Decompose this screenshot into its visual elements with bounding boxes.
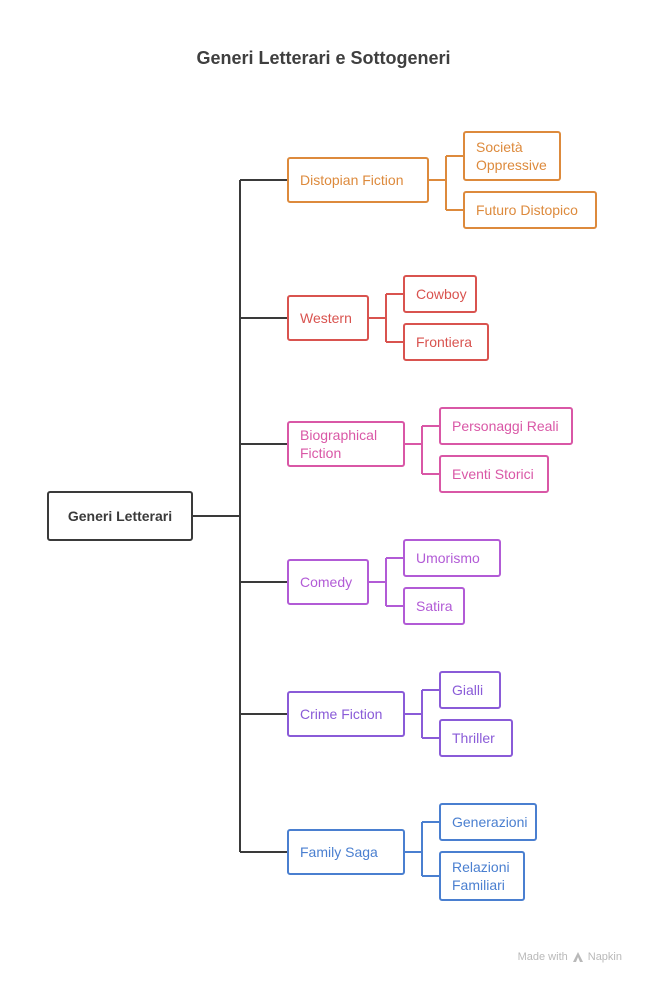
root-node: Generi Letterari: [47, 491, 193, 541]
genre-node-western: Western: [287, 295, 369, 341]
subgenre-node-label: Società Oppressive: [476, 139, 547, 173]
genre-node-comedy-label: Comedy: [300, 574, 353, 590]
napkin-logo-icon: [572, 952, 583, 962]
genre-node-comedy: Comedy: [287, 559, 369, 605]
subgenre-node-label: Cowboy: [416, 286, 467, 302]
genre-node-family-saga: Family Saga: [287, 829, 405, 875]
genre-node-western-label: Western: [300, 310, 352, 326]
root-node-label: Generi Letterari: [67, 508, 173, 524]
genre-node-family-saga-label: Family Saga: [300, 844, 378, 860]
subgenre-node-label: Satira: [416, 598, 453, 614]
subgenre-node: Personaggi Reali: [439, 407, 573, 445]
made-with-label: Made with: [517, 951, 568, 963]
subgenre-node: Società Oppressive: [463, 131, 561, 181]
subgenre-node: Generazioni: [439, 803, 537, 841]
genre-node-distopian-fiction: Distopian Fiction: [287, 157, 429, 203]
subgenre-node-label: Relazioni Familiari: [452, 859, 510, 893]
genre-node-distopian-fiction-label: Distopian Fiction: [300, 172, 404, 188]
subgenre-node-label: Umorismo: [416, 550, 480, 566]
subgenre-node: Futuro Distopico: [463, 191, 597, 229]
subgenre-node: Frontiera: [403, 323, 489, 361]
napkin-watermark: Made with Napkin: [518, 951, 622, 963]
subgenre-node: Cowboy: [403, 275, 477, 313]
genre-node-crime-fiction: Crime Fiction: [287, 691, 405, 737]
subgenre-node: Eventi Storici: [439, 455, 549, 493]
subgenre-node: Relazioni Familiari: [439, 851, 525, 901]
genre-node-biographical-fiction-label: Biographical Fiction: [300, 427, 378, 461]
genre-node-crime-fiction-label: Crime Fiction: [300, 706, 383, 722]
subgenre-node-label: Gialli: [452, 682, 484, 698]
subgenre-node-label: Thriller: [452, 730, 495, 746]
page-title: Generi Letterari e Sottogeneri: [196, 48, 451, 68]
subgenre-node: Thriller: [439, 719, 513, 757]
subgenre-node-label: Eventi Storici: [452, 466, 534, 482]
genre-node-biographical-fiction: Biographical Fiction: [287, 421, 405, 467]
subgenre-node: Umorismo: [403, 539, 501, 577]
subgenre-node: Gialli: [439, 671, 501, 709]
napkin-brand-label: Napkin: [587, 951, 622, 963]
subgenre-node-label: Frontiera: [416, 334, 473, 350]
subgenre-node: Satira: [403, 587, 465, 625]
subgenre-node-label: Personaggi Reali: [452, 418, 559, 434]
subgenre-node-label: Generazioni: [452, 814, 528, 830]
subgenre-node-label: Futuro Distopico: [476, 202, 578, 218]
